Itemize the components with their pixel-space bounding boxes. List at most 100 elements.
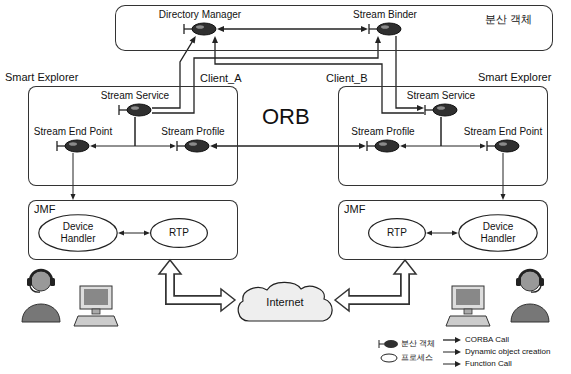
arrow-head — [90, 144, 96, 149]
box-heading: Client_A — [200, 72, 242, 85]
arrow-head — [361, 26, 368, 32]
object-symbol — [183, 22, 217, 36]
arrow-head — [452, 231, 458, 236]
distributed-object: Directory Manager — [157, 9, 243, 36]
computer-icon — [446, 286, 490, 326]
connector-line — [503, 153, 504, 196]
connector-line — [152, 41, 378, 113]
legend-text: 프로세스 — [401, 353, 433, 363]
legend-swatch — [442, 335, 462, 345]
legend-swatch — [378, 339, 398, 349]
arrow-head — [417, 105, 424, 111]
process-ellipse: RTP — [150, 218, 208, 248]
legend-row: CORBA Call — [442, 334, 509, 345]
connector-line — [122, 233, 146, 234]
computer-icon — [74, 286, 118, 326]
bus-label: ORB — [262, 104, 310, 130]
corba-call-arrow — [217, 26, 368, 32]
distributed-object: Stream Service — [405, 90, 477, 117]
arrow-head — [359, 143, 366, 149]
box-heading: JMF — [344, 203, 365, 216]
arrow-head — [212, 36, 218, 43]
legend-swatch — [442, 359, 462, 369]
legend-text: Dynamic object creation — [465, 347, 550, 357]
arrow-head — [400, 144, 406, 149]
object-symbol — [368, 22, 402, 36]
object-label: Stream Binder — [351, 9, 419, 21]
legend-text: 분산 객체 — [401, 339, 435, 349]
distributed-object: Stream Binder — [351, 9, 419, 36]
process-label: RTP — [158, 227, 200, 239]
legend-text: CORBA Call — [465, 335, 509, 345]
distributed-object: Stream End Point — [32, 126, 114, 153]
arrow-outline — [348, 273, 405, 300]
connector-line — [222, 28, 363, 29]
legend-swatch — [442, 347, 462, 357]
distributed-object: Stream Profile — [159, 126, 226, 153]
box-heading: 분산 객체 — [485, 13, 532, 26]
network-cloud: Internet — [235, 280, 335, 324]
object-label: Directory Manager — [157, 9, 243, 21]
arrow-fill — [170, 271, 224, 300]
function-call-arrow — [426, 231, 458, 236]
box-heading: JMF — [34, 203, 55, 216]
corba-call-arrow — [210, 143, 366, 149]
box-heading: Smart Explorer — [5, 71, 78, 84]
distributed-object: Stream End Point — [462, 126, 544, 153]
connector-line — [215, 41, 424, 113]
arrow-head — [501, 194, 506, 200]
process-label: Device Handler — [49, 221, 107, 245]
process-label: RTP — [376, 227, 418, 239]
user-headset-icon — [511, 270, 549, 322]
function-call-arrow — [501, 153, 506, 200]
object-label: Stream Service — [405, 90, 477, 102]
object-symbol — [176, 139, 210, 153]
corba-call-arrow — [152, 36, 381, 113]
network-label: Internet — [266, 296, 303, 308]
corba-call-arrow — [212, 36, 424, 113]
object-symbol — [56, 139, 90, 153]
object-symbol — [366, 139, 400, 153]
legend-row: 프로세스 — [378, 352, 433, 363]
arrow-head — [375, 36, 381, 43]
arrow-head — [118, 231, 124, 236]
legend-row: Dynamic object creation — [442, 346, 550, 357]
legend-swatch — [378, 353, 398, 363]
object-label: Stream End Point — [462, 126, 544, 138]
component-box: JMF RTP Device Handler — [338, 200, 548, 260]
arrow-head — [170, 144, 176, 149]
distributed-object: Stream Profile — [349, 126, 416, 153]
connector-line — [73, 153, 74, 196]
arrow-head — [190, 36, 196, 44]
arrow-head — [144, 231, 150, 236]
distributed-object: Stream Service — [99, 90, 171, 117]
legend-row: 분산 객체 — [378, 338, 435, 349]
process-label: Device Handler — [469, 221, 527, 245]
box-heading: Client_B — [326, 72, 368, 85]
box-heading: Smart Explorer — [478, 71, 551, 84]
network-arrow — [335, 260, 416, 311]
connector-line — [215, 145, 361, 146]
arrow-head — [480, 144, 486, 149]
network-arrow — [159, 260, 235, 311]
user-headset-icon — [22, 270, 60, 322]
arrow-head — [426, 231, 432, 236]
object-symbol — [424, 103, 458, 117]
arrow-fill — [346, 271, 405, 300]
object-symbol — [118, 103, 152, 117]
arrow-head — [71, 194, 76, 200]
object-label: Stream End Point — [32, 126, 114, 138]
component-box: 분산 객체 Directory Manager Stream Binder — [115, 5, 553, 51]
component-box: JMF Device Handler RTP — [28, 200, 238, 260]
component-box: Client_BSmart ExplorerStream ServiceStre… — [338, 86, 548, 186]
connector-line — [430, 233, 454, 234]
process-ellipse: Device Handler — [38, 214, 118, 252]
component-box: Smart ExplorerClient_AStream ServiceStre… — [28, 86, 238, 186]
process-ellipse: Device Handler — [458, 214, 538, 252]
arrow-head — [217, 26, 224, 32]
object-label: Stream Service — [99, 90, 171, 102]
